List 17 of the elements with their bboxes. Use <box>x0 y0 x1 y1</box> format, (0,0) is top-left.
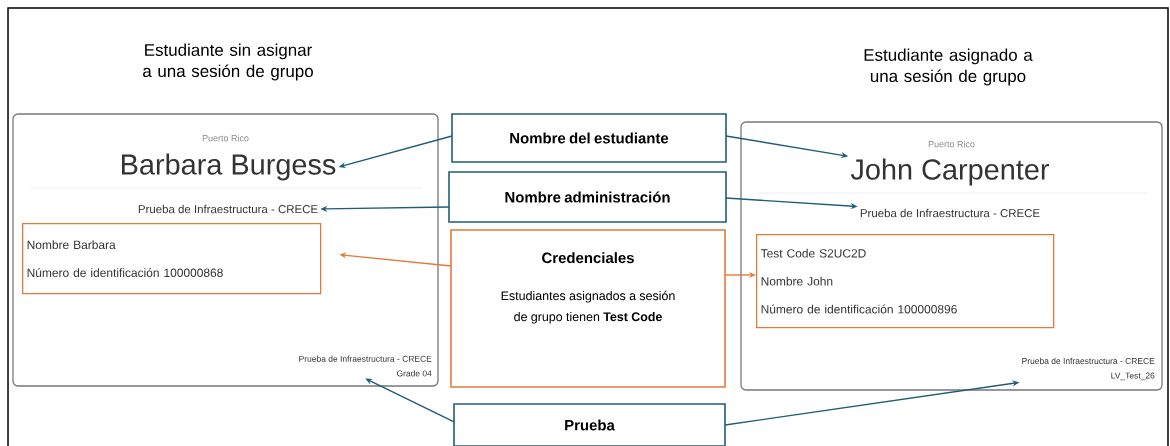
student-name: Barbara Burgess <box>122 153 336 181</box>
student-name: John Carpenter <box>850 158 1050 186</box>
credentials-box: Nombre Barbara Número de identificación 100000868 <box>22 223 322 295</box>
callout-box: Credenciales Estudiantes asignados a sesión de grupo tienen Test Code <box>450 229 726 388</box>
credentials-box: Test Code S2UC2D Nombre John Número de identificación 100000896 <box>756 234 1055 329</box>
test-name: Prueba de Infraestructura - CRECE <box>860 208 1040 218</box>
arrow <box>365 378 455 423</box>
callout-box: Prueba <box>453 403 726 446</box>
test-name: Prueba de Infraestructura - CRECE <box>138 204 318 214</box>
card-heading: Estudiante sin asignar a una sesión de grupo <box>143 43 313 81</box>
card-footer: Prueba de Infraestructura - CRECE LV_Test_26 <box>1022 357 1155 381</box>
card-footer: Prueba de Infraestructura - CRECE Grade 04 <box>299 355 432 377</box>
region-label: Puerto Rico <box>202 134 249 142</box>
region-label: Puerto Rico <box>928 140 975 148</box>
callout-box: Nombre del estudiante <box>451 113 727 163</box>
card-heading: Estudiante asignado a una sesión de grupo <box>864 48 1033 86</box>
callout-box: Nombre administración <box>448 171 727 223</box>
